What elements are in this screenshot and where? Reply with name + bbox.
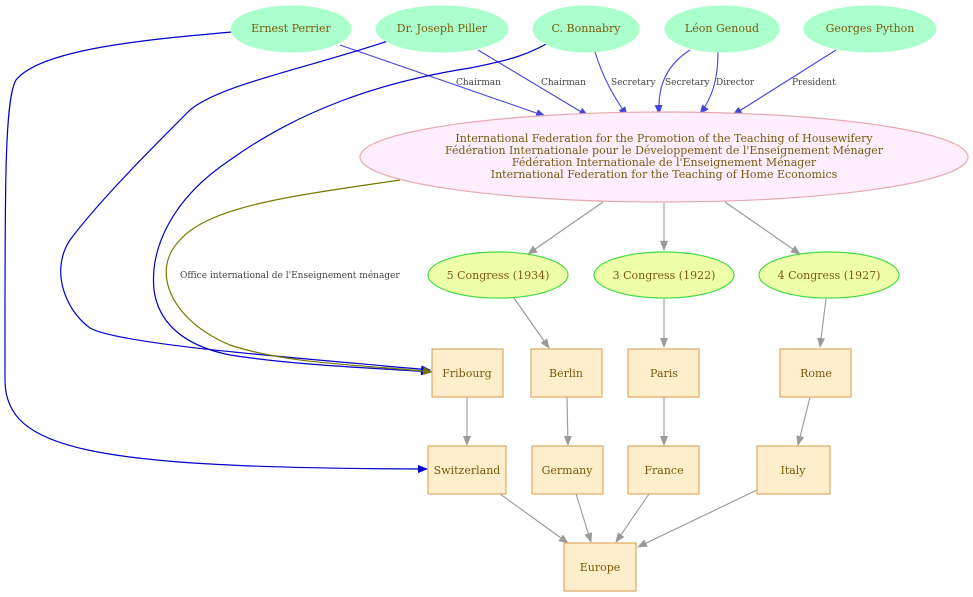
edge-python-president — [732, 49, 837, 116]
edge-federation-c4 — [724, 201, 801, 255]
node-label: Berlin — [549, 367, 583, 380]
edge-federation-c5 — [527, 201, 604, 255]
congress-nodes: 5 Congress (1934) 3 Congress (1922) 4 Co… — [427, 251, 900, 299]
node-label: Europe — [580, 561, 621, 574]
node-congress-1922[interactable]: 3 Congress (1922) — [593, 251, 735, 299]
node-place-france[interactable]: France — [627, 445, 700, 495]
edges: Chairman Chairman Secretary Secretary Di… — [4, 31, 837, 548]
node-person-piller[interactable]: Dr. Joseph Piller — [375, 5, 509, 53]
node-place-berlin[interactable]: Berlin — [530, 348, 603, 398]
node-label: Paris — [650, 367, 678, 380]
node-label: Dr. Joseph Piller — [397, 22, 488, 35]
node-label: Rome — [800, 367, 832, 380]
organization-name-2: Fédération Internationale pour le Dévelo… — [445, 144, 884, 157]
place-nodes: Fribourg Berlin Paris Rome Switzerland G… — [427, 348, 852, 592]
organization-name-1: International Federation for the Promoti… — [455, 132, 873, 145]
edge-federation-fribourg-office — [165, 179, 433, 375]
edge-bonnabry-secretary — [594, 51, 628, 117]
edge-c5-berlin — [513, 297, 550, 349]
edge-label-genoud-director: Director — [716, 78, 755, 88]
edge-c4-rome — [817, 298, 827, 348]
node-place-germany[interactable]: Germany — [531, 445, 604, 495]
organization-name-3: Fédération Internationale de l'Enseignem… — [512, 156, 817, 169]
node-organization-federation[interactable]: International Federation for the Promoti… — [359, 111, 969, 203]
node-place-fribourg[interactable]: Fribourg — [431, 348, 504, 398]
node-place-switzerland[interactable]: Switzerland — [427, 445, 507, 495]
edge-perrier-chairman — [339, 44, 546, 117]
node-label: Georges Python — [826, 22, 915, 35]
edge-label-piller-chairman: Chairman — [541, 78, 586, 88]
edge-bonnabry-fribourg — [152, 36, 559, 376]
node-label: 4 Congress (1927) — [778, 269, 881, 282]
node-label: Italy — [780, 464, 806, 477]
edge-switzerland-europe — [499, 493, 569, 544]
edge-label-bonnabry-secretary: Secretary — [611, 78, 656, 88]
node-place-rome[interactable]: Rome — [779, 348, 852, 398]
edge-france-europe — [615, 493, 650, 543]
node-congress-1927[interactable]: 4 Congress (1927) — [758, 251, 900, 299]
edge-piller-chairman — [477, 49, 589, 117]
edge-label-genoud-secretary: Secretary — [665, 78, 710, 88]
node-person-genoud[interactable]: Léon Genoud — [664, 5, 780, 53]
node-congress-1934[interactable]: 5 Congress (1934) — [427, 251, 569, 299]
node-label: Ernest Perrier — [251, 22, 331, 35]
node-person-perrier[interactable]: Ernest Perrier — [230, 5, 352, 53]
node-label: C. Bonnabry — [552, 22, 622, 35]
edge-label-python-president: President — [792, 78, 836, 88]
edge-rome-italy — [796, 396, 811, 446]
node-label: Switzerland — [434, 464, 501, 477]
node-label: Germany — [542, 464, 594, 477]
person-nodes: Ernest Perrier Dr. Joseph Piller C. Bonn… — [230, 5, 937, 53]
node-label: Fribourg — [442, 367, 491, 380]
edge-genoud-secretary — [654, 49, 691, 115]
node-place-paris[interactable]: Paris — [627, 348, 700, 398]
node-label: 5 Congress (1934) — [447, 269, 550, 282]
node-label: 3 Congress (1922) — [613, 269, 716, 282]
node-person-bonnabry[interactable]: C. Bonnabry — [532, 5, 640, 53]
node-label: France — [644, 464, 683, 477]
node-label: Léon Genoud — [685, 22, 759, 35]
node-place-europe[interactable]: Europe — [563, 542, 637, 592]
edge-italy-europe — [637, 489, 758, 548]
edge-perrier-switzerland — [4, 31, 428, 473]
node-place-italy[interactable]: Italy — [756, 445, 831, 495]
edge-germany-europe — [575, 493, 593, 543]
organization-name-4: International Federation for the Teachin… — [491, 168, 838, 181]
edge-genoud-director — [699, 51, 719, 115]
edge-label-office: Office international de l'Enseignement m… — [180, 270, 400, 281]
node-person-python[interactable]: Georges Python — [803, 5, 937, 53]
edge-label-perrier-chairman: Chairman — [456, 78, 501, 88]
edge-berlin-germany — [563, 396, 572, 446]
